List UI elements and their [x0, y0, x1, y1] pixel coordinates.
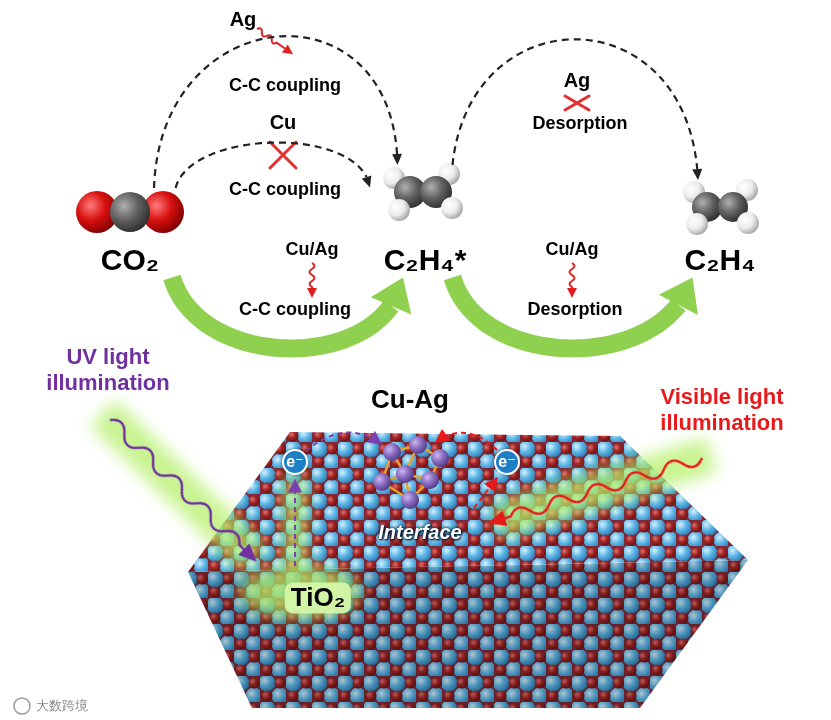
slab-shade — [188, 560, 748, 708]
watermark-logo — [14, 698, 30, 714]
arrow-head — [362, 176, 372, 188]
hydrogen-atom — [686, 213, 708, 235]
reaction-arrow — [453, 278, 698, 349]
dashed-arrow — [453, 39, 703, 180]
squiggle-line — [310, 263, 315, 289]
watermark: 大数跨境 — [36, 698, 88, 714]
arrow-head — [659, 278, 698, 315]
edge-label: C-C coupling — [239, 299, 351, 321]
molecule-formula: C₂H₄ — [665, 243, 775, 278]
c2h4-adsorbed-molecule — [383, 163, 463, 221]
electron-path — [306, 433, 381, 451]
molecule-node: C₂H₄ — [665, 180, 775, 278]
carbon-atom — [110, 192, 150, 232]
electron-path — [436, 433, 497, 450]
metal-atom — [401, 491, 419, 509]
metal-label: Ag — [564, 68, 591, 92]
molecule-formula: CO₂ — [70, 243, 190, 278]
arrow-head — [392, 154, 402, 165]
arrow-head — [282, 44, 296, 58]
cluster-label: Cu-Ag — [371, 384, 449, 415]
cross-stroke — [565, 96, 589, 110]
squiggle-arrow — [567, 263, 577, 298]
interface-label: Interface — [378, 520, 461, 544]
dashed-arrow — [154, 36, 402, 188]
connector-line — [453, 39, 698, 169]
arrow-head — [371, 278, 412, 315]
glow-band — [103, 413, 254, 559]
connector-line — [154, 36, 397, 188]
hydrogen-atom — [441, 197, 463, 219]
squiggle-arrow — [254, 25, 296, 58]
cross-stroke — [270, 142, 296, 168]
cross-mark — [270, 142, 296, 168]
metal-label: Cu — [270, 110, 297, 134]
metal-atom — [409, 436, 427, 454]
wave-line — [503, 452, 704, 524]
molecule-node: CO₂ — [70, 188, 190, 278]
edge-label: C-C coupling — [229, 179, 341, 201]
catalyst-label: Cu/Ag — [286, 239, 339, 261]
molecule-node: C₂H₄* — [370, 165, 480, 278]
squiggle-arrow — [307, 263, 317, 298]
arrow-head — [692, 169, 702, 180]
edge-label: Desorption — [527, 299, 622, 321]
uv-light-wave — [104, 414, 262, 567]
support-label: TiO₂ — [285, 582, 351, 613]
metal-atom — [421, 471, 439, 489]
wave-line — [106, 416, 248, 554]
hydrogen-atom — [388, 199, 410, 221]
catalyst-label: Cu/Ag — [546, 239, 599, 261]
molecule-formula: C₂H₄* — [370, 243, 480, 278]
cu-ag-atoms — [373, 436, 449, 509]
light-glow — [103, 413, 712, 618]
co2-molecule — [76, 191, 184, 233]
metal-atom — [383, 443, 401, 461]
c2h4-molecule — [683, 179, 759, 235]
metal-atom — [373, 473, 391, 491]
reaction-arrow — [172, 278, 411, 349]
glow-band — [284, 478, 306, 570]
cross-stroke — [565, 96, 589, 110]
connector-line — [172, 278, 391, 349]
connector-line — [453, 278, 679, 349]
light-label: UV light illumination — [33, 344, 183, 397]
hydrogen-atom — [737, 212, 759, 234]
cross-mark — [565, 96, 589, 110]
electron-path — [474, 478, 497, 508]
arrow-head — [485, 511, 507, 532]
edge-label: C-C coupling — [229, 75, 341, 97]
arrow-head — [307, 288, 317, 298]
metal-atom — [431, 449, 449, 467]
metal-label: Ag — [230, 7, 257, 31]
edge-label: Desorption — [532, 113, 627, 135]
glow-spot — [240, 566, 360, 618]
metal-atom — [396, 465, 414, 483]
electron-path — [294, 480, 296, 566]
slab-top-face — [188, 432, 748, 572]
cross-stroke — [270, 142, 296, 168]
squiggle-line — [570, 263, 575, 289]
slab-front-face — [188, 560, 748, 708]
electron-label: e⁻ — [498, 453, 515, 471]
arrow-head — [238, 543, 262, 567]
electron-label: e⁻ — [286, 453, 303, 471]
light-label: Visible light illumination — [637, 384, 807, 437]
arrow-head — [567, 288, 577, 298]
